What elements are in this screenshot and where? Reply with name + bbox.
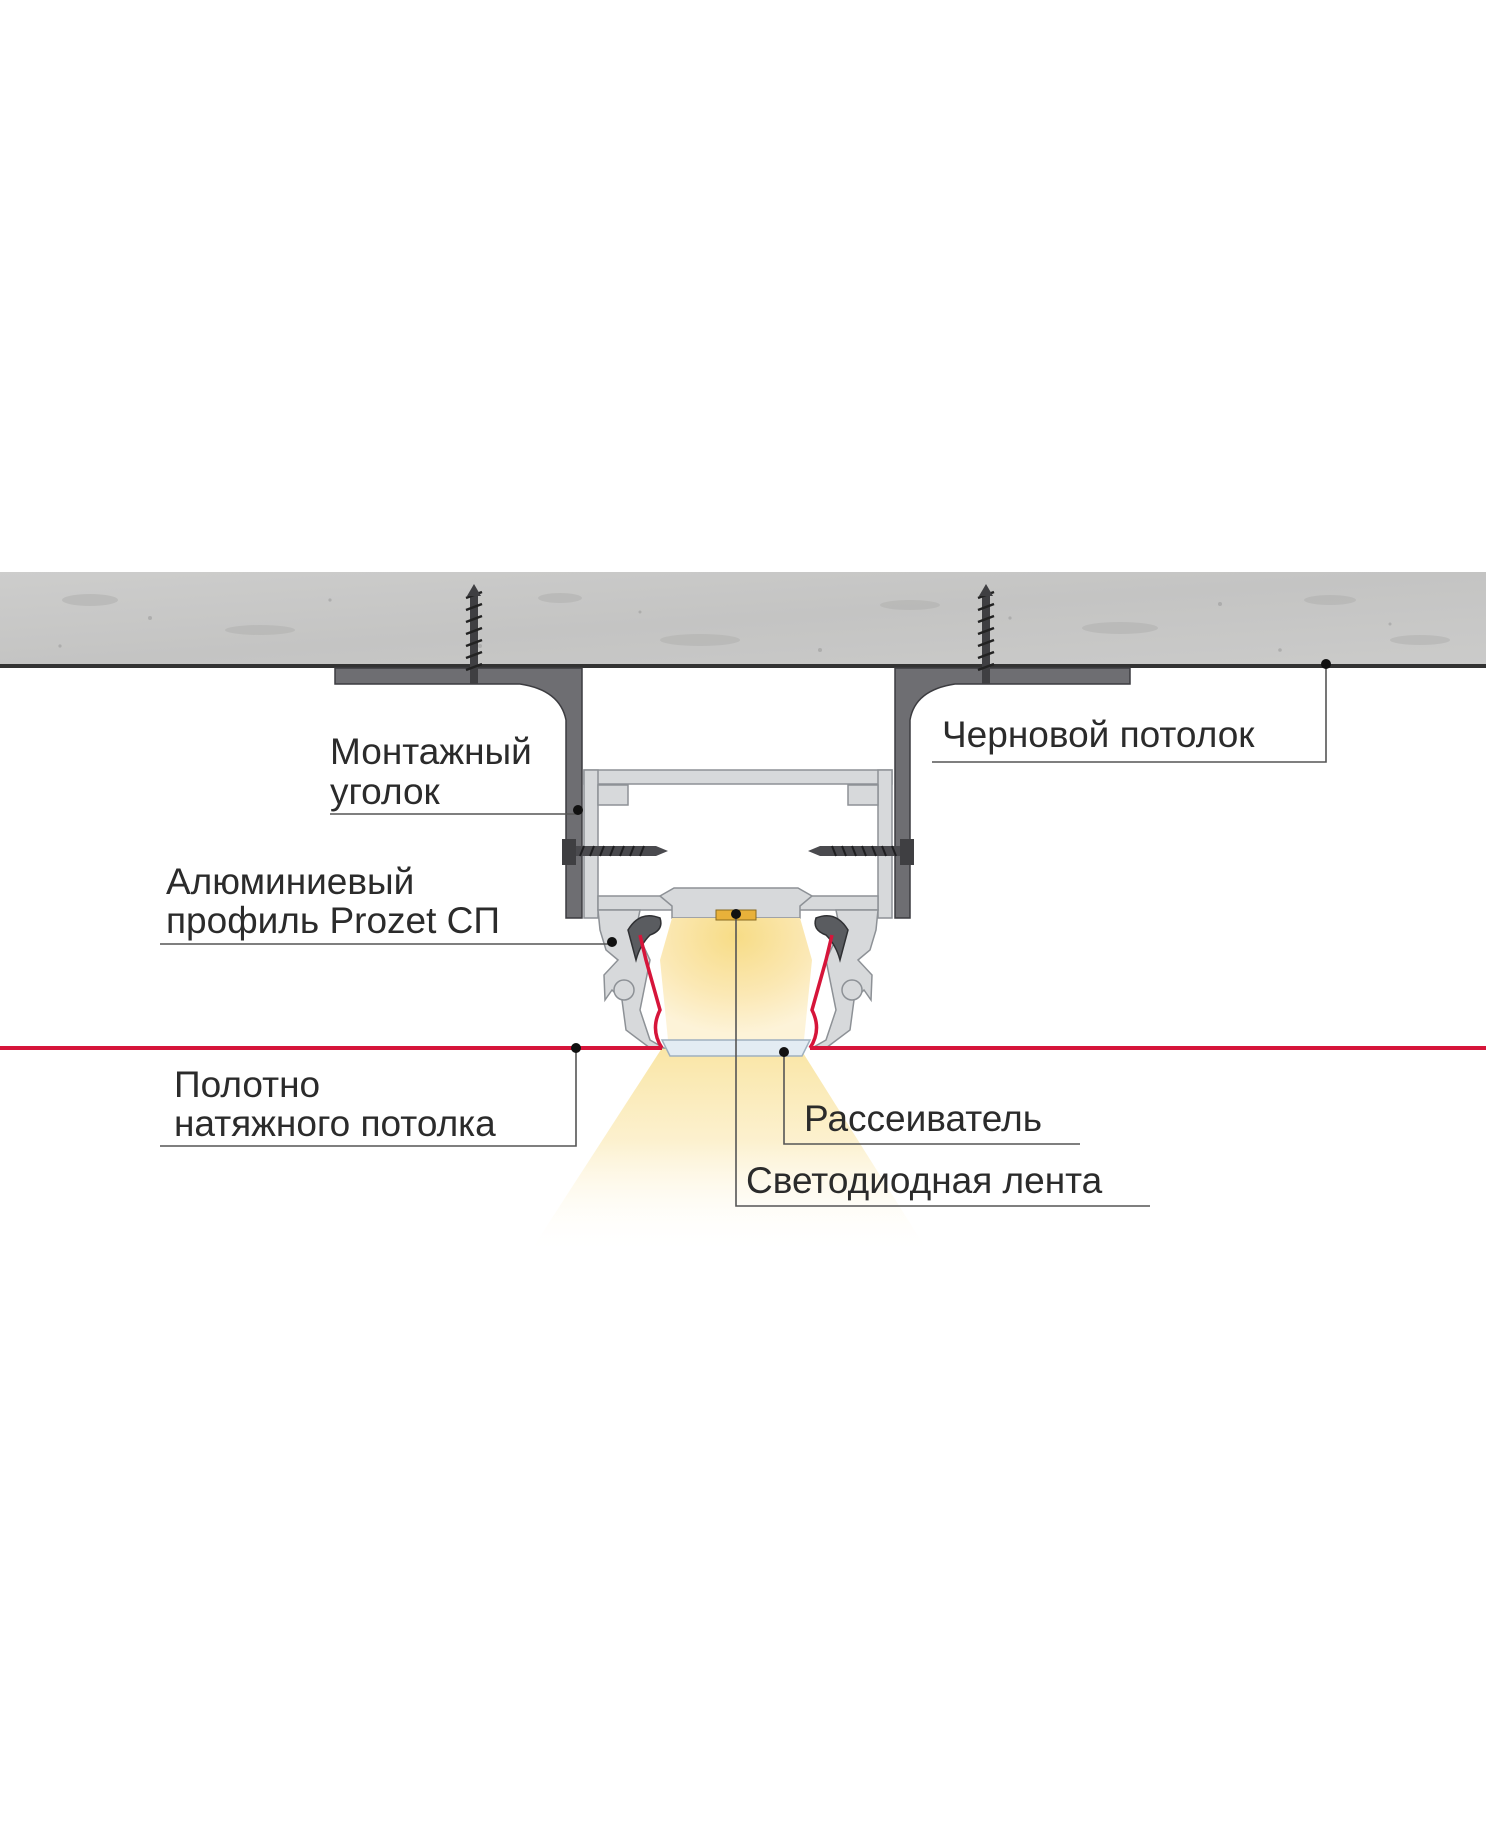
light-beam — [528, 1048, 930, 1255]
callout-diffuser — [779, 1047, 1080, 1145]
anchor-screw-right — [977, 584, 995, 684]
label-mounting-bracket-line2: уголок — [330, 771, 441, 812]
label-profile-line1: Алюминиевый — [166, 861, 414, 902]
label-mounting-bracket-line1: Монтажный — [330, 731, 532, 772]
profile-screw-left — [562, 839, 668, 865]
callout-mounting-bracket — [330, 805, 583, 815]
label-membrane-line1: Полотно — [174, 1064, 320, 1105]
callout-led-strip — [731, 909, 1150, 1207]
concrete-slab — [0, 572, 1486, 668]
label-diffuser: Рассеиватель — [804, 1098, 1042, 1139]
aluminium-profile — [583, 769, 893, 1049]
mounting-bracket-right — [894, 667, 1131, 919]
label-rough-ceiling: Черновой потолок — [942, 714, 1255, 755]
anchor-screw-left — [465, 584, 483, 684]
profile-screw-right — [808, 839, 914, 865]
stretch-ceiling-membrane — [0, 934, 1486, 1050]
label-membrane-line2: натяжного потолка — [174, 1103, 496, 1144]
mounting-bracket-left — [334, 667, 583, 919]
callout-rough-ceiling — [932, 659, 1331, 763]
label-profile-line2: профиль Prozet СП — [166, 900, 500, 941]
callout-aluminium-profile — [160, 937, 617, 947]
callout-membrane — [160, 1043, 581, 1147]
label-led-strip: Светодиодная лента — [746, 1160, 1103, 1201]
